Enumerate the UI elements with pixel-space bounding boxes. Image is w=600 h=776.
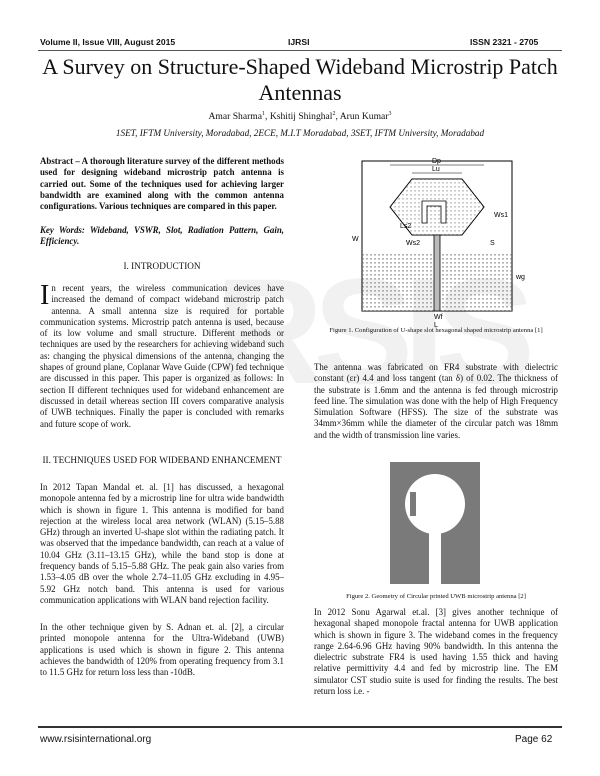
header-journal: IJRSI	[288, 37, 310, 47]
figure-1-label-lu: Lu	[432, 166, 440, 173]
footer-website-link[interactable]: www.rsisinternational.org	[40, 734, 152, 745]
figure-1-label-dp: Dp	[432, 158, 441, 165]
figure-1-label-s: S	[490, 240, 495, 247]
figure-1-antenna-diagram: Dp Lu Ws1 Ls2 Ws2 S W wg Wf L	[352, 158, 525, 329]
intro-text: In recent years, the wireless communicat…	[40, 280, 284, 429]
figure-2-caption: Figure 2. Geometry of Circular printed U…	[346, 593, 526, 600]
right-para-1: The antenna was fabricated on FR4 substr…	[314, 362, 558, 440]
figure-1-label-l: L	[434, 322, 438, 329]
right-para-2: In 2012 Sonu Agarwal et.al. [3] gives an…	[314, 607, 558, 697]
figure-1-label-wf: Wf	[434, 314, 443, 321]
affiliations: 1SET, IFTM University, Moradabad, 2ECE, …	[115, 128, 485, 138]
footer-page-number: Page 62	[515, 734, 553, 745]
figure-1-label-ls2: Ls2	[400, 223, 411, 230]
intro-heading: I. INTRODUCTION	[123, 261, 201, 271]
figure-1-label-w: W	[352, 236, 359, 243]
figure-1-label-ws1: Ws1	[494, 212, 508, 219]
techniques-para-2: In the other technique given by S. Adnan…	[40, 622, 284, 678]
keywords: Key Words: Wideband, VSWR, Slot, Radiati…	[40, 225, 284, 247]
footer-rule	[38, 726, 562, 728]
techniques-para-1: In 2012 Tapan Mandal et. al. [1] has dis…	[40, 482, 284, 605]
figure-1-caption: Figure 1. Configuration of U-shape slot …	[329, 327, 543, 334]
figure-1-label-wg: wg	[515, 274, 525, 281]
header-issn: ISSN 2321 - 2705	[470, 37, 539, 47]
authors: Amar Sharma1, Kshitij Shinghal2, Arun Ku…	[208, 111, 392, 123]
techniques-heading: II. TECHNIQUES USED FOR WIDEBAND ENHANCE…	[42, 455, 282, 465]
header-volume: Volume II, Issue VIII, August 2015	[40, 37, 176, 47]
figure-1-label-ws2: Ws2	[406, 240, 420, 247]
header-rule	[38, 50, 562, 51]
figure-2-antenna-diagram	[390, 462, 480, 584]
abstract: Abstract – A thorough literature survey …	[40, 156, 284, 212]
paper-title: A Survey on Structure-Shaped Wideband Mi…	[42, 54, 558, 105]
